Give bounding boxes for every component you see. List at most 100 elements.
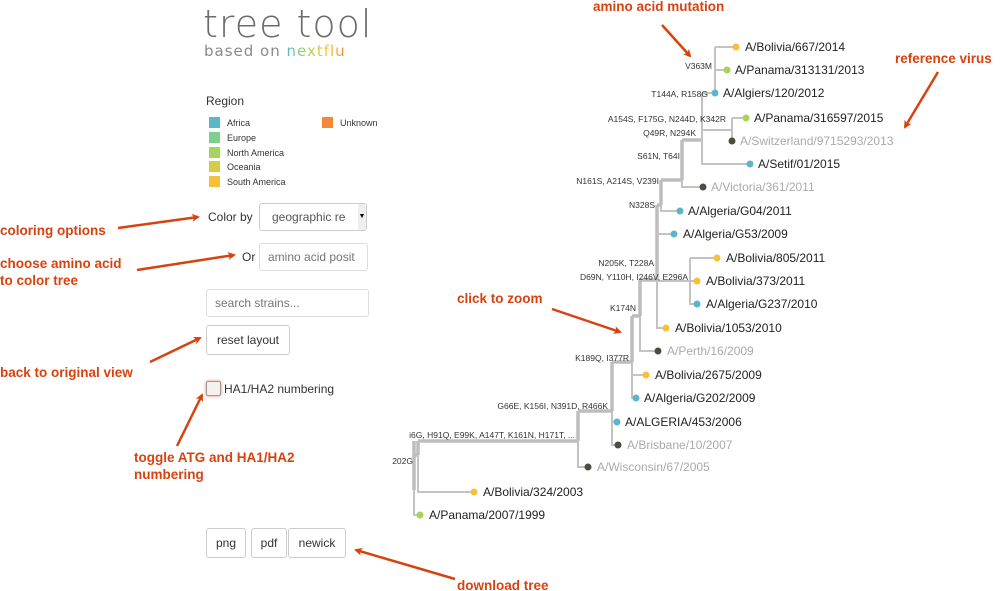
leaf-node-dot[interactable] bbox=[742, 114, 750, 122]
legend-label: Europe bbox=[227, 132, 257, 143]
leaf-label[interactable]: A/Brisbane/10/2007 bbox=[627, 438, 733, 452]
branch[interactable] bbox=[701, 93, 750, 165]
legend-label: South America bbox=[227, 176, 286, 187]
legend-item-oceania: Oceania bbox=[209, 161, 261, 172]
leaf-node-dot[interactable] bbox=[613, 418, 621, 426]
legend-label: North America bbox=[227, 147, 285, 158]
mutation-label: K174N bbox=[610, 303, 636, 313]
leaf-label[interactable]: A/Panama/2007/1999 bbox=[429, 508, 545, 522]
reset-layout-button[interactable]: reset layout bbox=[206, 325, 290, 355]
search-strains-input[interactable] bbox=[206, 289, 369, 317]
leaf-label[interactable]: A/Algeria/G04/2011 bbox=[688, 204, 792, 218]
branch[interactable] bbox=[702, 46, 736, 94]
leaf-node-dot[interactable] bbox=[470, 488, 478, 496]
mutation-label: Q49R, N294K bbox=[643, 128, 696, 138]
mutation-label: S61N, T64I bbox=[637, 151, 680, 161]
download-png-button[interactable]: png bbox=[206, 528, 246, 558]
legend-swatch bbox=[209, 132, 220, 143]
mutation-label: 202G bbox=[392, 456, 413, 466]
leaf-node-dot[interactable] bbox=[662, 324, 670, 332]
branch[interactable] bbox=[639, 316, 658, 352]
leaf-label[interactable]: A/Algeria/G202/2009 bbox=[644, 391, 756, 405]
legend-item-south-america: South America bbox=[209, 176, 286, 187]
leaf-node-dot[interactable] bbox=[711, 89, 719, 97]
mutation-label: K189Q, I377R bbox=[575, 353, 629, 363]
app-subtitle: based on nextflu bbox=[204, 42, 346, 60]
leaf-label[interactable]: A/Bolivia/2675/2009 bbox=[655, 368, 762, 382]
legend-swatch bbox=[209, 161, 220, 172]
dropdown-caret-icon: ▼ bbox=[358, 204, 366, 230]
ha1-ha2-numbering-checkbox[interactable] bbox=[206, 381, 221, 396]
leaf-node-dot[interactable] bbox=[732, 43, 740, 51]
branch[interactable] bbox=[659, 178, 682, 205]
leaf-label[interactable]: A/Panama/316597/2015 bbox=[754, 111, 884, 125]
leaf-node-dot[interactable] bbox=[416, 511, 424, 519]
mutation-label: D69N, Y110H, I246V, E296A bbox=[580, 272, 688, 282]
branch[interactable] bbox=[638, 278, 657, 316]
leaf-node-dot[interactable] bbox=[693, 300, 701, 308]
leaf-label[interactable]: A/Setif/01/2015 bbox=[758, 157, 840, 171]
legend-item-unknown: Unknown bbox=[322, 117, 378, 128]
leaf-label[interactable]: A/Bolivia/373/2011 bbox=[706, 274, 806, 288]
leaf-label[interactable]: A/Switzerland/9715293/2013 bbox=[740, 134, 894, 148]
ha1-ha2-numbering-label: HA1/HA2 numbering bbox=[224, 382, 335, 396]
mutation-label: T144A, R158G bbox=[651, 89, 708, 99]
download-pdf-button[interactable]: pdf bbox=[251, 528, 287, 558]
leaf-node-dot[interactable] bbox=[670, 230, 678, 238]
reference-node-dot[interactable] bbox=[614, 441, 622, 449]
leaf-label[interactable]: A/Bolivia/324/2003 bbox=[483, 485, 583, 499]
leaf-label[interactable]: A/Panama/313131/2013 bbox=[735, 63, 865, 77]
legend-item-africa: Africa bbox=[209, 117, 250, 128]
branch[interactable] bbox=[680, 138, 702, 180]
leaf-node-dot[interactable] bbox=[693, 277, 701, 285]
leaf-label[interactable]: A/Algeria/G53/2009 bbox=[683, 227, 788, 241]
branch[interactable] bbox=[681, 180, 703, 188]
reference-node-dot[interactable] bbox=[654, 347, 662, 355]
legend-item-europe: Europe bbox=[209, 132, 256, 143]
leaf-label[interactable]: A/Bolivia/1053/2010 bbox=[675, 321, 782, 335]
leaf-label[interactable]: A/ALGERIA/453/2006 bbox=[625, 415, 742, 429]
leaf-label[interactable]: A/Victoria/361/2011 bbox=[711, 180, 815, 194]
branch[interactable] bbox=[417, 455, 474, 493]
leaf-label[interactable]: A/Perth/16/2009 bbox=[667, 344, 754, 358]
tree-leaves[interactable]: A/Bolivia/667/2014 A/Panama/313131/2013 … bbox=[416, 40, 894, 522]
legend-label: Unknown bbox=[340, 117, 378, 128]
leaf-node-dot[interactable] bbox=[676, 207, 684, 215]
mutation-label: i6G, H91Q, E99K, A147T, K161N, H171T, ..… bbox=[409, 430, 575, 440]
mutation-label: A154S, F175G, N244D, K342R bbox=[608, 114, 726, 124]
leaf-node-dot[interactable] bbox=[642, 371, 650, 379]
color-by-label: Color by bbox=[208, 210, 253, 224]
color-by-value: geographic re bbox=[272, 210, 346, 224]
branch[interactable] bbox=[660, 205, 680, 212]
leaf-label[interactable]: A/Bolivia/667/2014 bbox=[745, 40, 845, 54]
mutation-label: V363M bbox=[685, 61, 712, 71]
color-by-select[interactable]: geographic re ▼ bbox=[259, 203, 367, 231]
branch[interactable] bbox=[630, 314, 640, 362]
mutation-label: G66E, K156I, N391D, R466K bbox=[497, 401, 608, 411]
leaf-label[interactable]: A/Wisconsin/67/2005 bbox=[597, 460, 710, 474]
app-title: tree tool bbox=[203, 2, 373, 46]
legend-item-north-america: North America bbox=[209, 147, 284, 158]
or-label: Or bbox=[242, 250, 256, 264]
branch[interactable] bbox=[416, 439, 578, 455]
branch[interactable] bbox=[577, 441, 588, 468]
mutation-label: N205K, T228A bbox=[598, 258, 654, 268]
mutation-label: N328S bbox=[629, 200, 655, 210]
leaf-node-dot[interactable] bbox=[746, 160, 754, 168]
reference-node-dot[interactable] bbox=[699, 183, 707, 191]
branch[interactable] bbox=[413, 490, 420, 516]
leaf-label[interactable]: A/Bolivia/805/2011 bbox=[726, 251, 826, 265]
amino-acid-position-input[interactable] bbox=[259, 243, 368, 271]
leaf-node-dot[interactable] bbox=[632, 394, 640, 402]
legend-swatch bbox=[322, 117, 333, 128]
nextflu-brand: nextflu bbox=[286, 42, 346, 60]
leaf-node-dot[interactable] bbox=[723, 66, 731, 74]
reference-node-dot[interactable] bbox=[584, 463, 592, 471]
download-newick-button[interactable]: newick bbox=[288, 528, 346, 558]
branch[interactable] bbox=[611, 411, 618, 446]
leaf-node-dot[interactable] bbox=[713, 254, 721, 262]
leaf-label[interactable]: A/Algeria/G237/2010 bbox=[706, 297, 818, 311]
reference-node-dot[interactable] bbox=[728, 137, 736, 145]
leaf-label[interactable]: A/Algiers/120/2012 bbox=[723, 86, 825, 100]
